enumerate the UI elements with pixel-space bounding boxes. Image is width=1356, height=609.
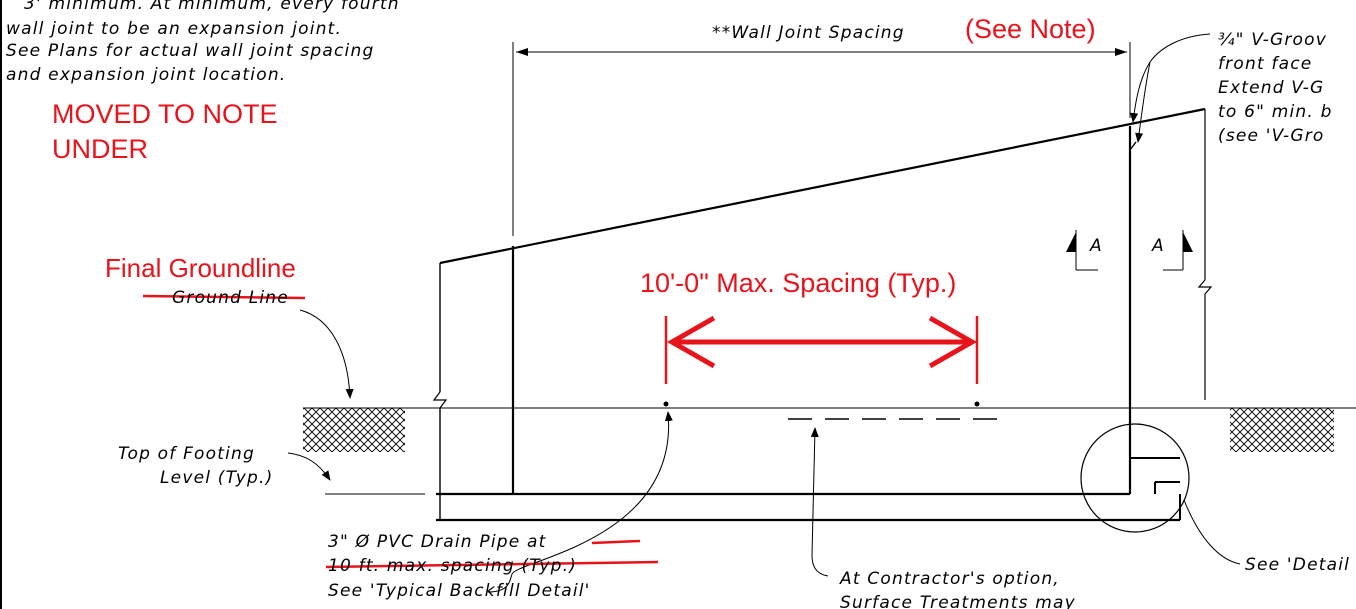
soil-hatch-right xyxy=(1230,408,1334,452)
vgroove-note-line2: front face xyxy=(1218,54,1312,74)
detail-a-label: See 'Detail A' xyxy=(1245,555,1356,575)
top-footing-line1: Top of Footing xyxy=(118,444,255,464)
drain-point-right xyxy=(974,401,980,407)
vgroove-note-line3: Extend V-G xyxy=(1218,78,1324,98)
note-top-left-line2: wall joint to be an expansion joint. xyxy=(6,19,342,39)
wall-joint-dimension xyxy=(512,42,1131,236)
vgroove-note-line5: (see 'V-Gro xyxy=(1218,126,1325,146)
contractor-option-leader xyxy=(810,427,829,577)
top-footing-leader xyxy=(287,452,331,481)
drain-note-struck-at: at xyxy=(527,532,547,552)
soil-hatch-left xyxy=(303,408,405,452)
contractor-option-line2: Surface Treatments may xyxy=(840,593,1076,609)
moved-to-note-line1: MOVED TO NOTE xyxy=(52,99,278,129)
final-groundline-markup: Final Groundline xyxy=(105,253,296,283)
see-note-markup: (See Note) xyxy=(965,14,1096,44)
section-a-marker-right xyxy=(1163,230,1193,271)
ground-line-label: Ground Line xyxy=(172,288,289,308)
note-top-left-line1: 3' minimum. At minimum, every fourth xyxy=(24,0,400,14)
note-top-left-line4: and expansion joint location. xyxy=(6,65,286,85)
groundline-leader xyxy=(299,309,354,399)
top-footing-line2: Level (Typ.) xyxy=(160,468,273,488)
note-top-left-line3: See Plans for actual wall joint spacing xyxy=(6,41,374,61)
section-a-right-label: A xyxy=(1151,236,1165,256)
section-a-left-label: A xyxy=(1089,236,1103,256)
vgroove-note-line1: ¾" V-Groov xyxy=(1218,30,1327,50)
vgroove-leader-2 xyxy=(1135,61,1151,143)
drain-at-strikethrough xyxy=(591,539,641,545)
drain-spacing-strikethrough xyxy=(325,560,659,569)
drain-note-line3: See 'Typical Backfill Detail' xyxy=(328,581,591,601)
vgroove-leader xyxy=(1130,33,1211,123)
moved-to-note-line2: UNDER xyxy=(52,134,148,164)
wall-outline xyxy=(432,107,1213,522)
max-spacing-red-dimension xyxy=(664,315,979,384)
drain-note-main: 3" Ø PVC Drain Pipe xyxy=(328,532,527,552)
wall-joint-spacing-label: **Wall Joint Spacing xyxy=(712,23,905,43)
max-spacing-markup: 10'-0" Max. Spacing (Typ.) xyxy=(640,268,956,298)
drain-point-left xyxy=(663,401,669,407)
section-a-marker-left xyxy=(1066,230,1098,271)
drain-note-line1: 3" Ø PVC Drain Pipe at xyxy=(328,532,547,552)
ground-line-strikethrough xyxy=(142,294,306,300)
contractor-option-line1: At Contractor's option, xyxy=(839,569,1060,589)
drain-note-line2-struck: 10 ft. max. spacing (Typ.) xyxy=(328,556,577,576)
vgroove-note-line4: to 6" min. b xyxy=(1218,102,1333,122)
detail-a-callout-circle xyxy=(1080,423,1190,533)
detail-a-leader xyxy=(1183,499,1241,565)
